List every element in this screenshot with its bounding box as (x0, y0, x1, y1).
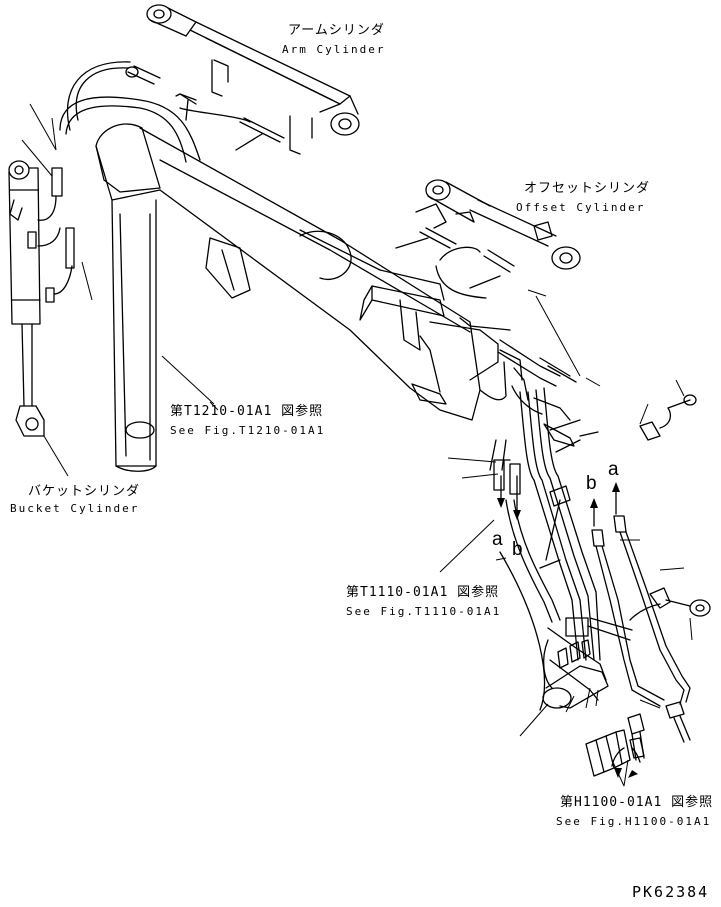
arm-cylinder-label-jp: アームシリンダ (288, 23, 385, 38)
marker-b-left: b (512, 539, 523, 560)
arm-body (95, 123, 511, 472)
ref-t1110-label-jp: 第T1110-01A1 図参照 (346, 585, 500, 600)
diagram-code: PK62384 (632, 883, 710, 901)
ref-h1100-label-jp: 第H1100-01A1 図参照 (560, 795, 714, 810)
ref-t1110-label-en: See Fig.T1110-01A1 (346, 605, 502, 618)
arm-cylinder (125, 4, 360, 155)
leader-t1210 (161, 355, 215, 405)
bucket-cylinder-label-en: Bucket Cylinder (10, 502, 140, 515)
ref-t1210-label-jp: 第T1210-01A1 図参照 (170, 404, 324, 419)
offset-cylinder-label-en: Offset Cylinder (516, 201, 646, 214)
offset-hoses (497, 339, 697, 453)
arm-cylinder-label-en: Arm Cylinder (282, 43, 386, 56)
offset-cylinder (395, 179, 581, 299)
ref-h1100-label-en: See Fig.H1100-01A1 (556, 815, 712, 828)
ref-t1210-label-en: See Fig.T1210-01A1 (170, 424, 326, 437)
flow-arrows (497, 475, 638, 778)
bucket-cylinder (8, 160, 75, 437)
pipe-bundle (489, 387, 609, 737)
leader-t1110 (439, 519, 495, 573)
arm-hoses (59, 61, 285, 163)
bucket-cylinder-label-jp: バケットシリンダ (28, 484, 141, 499)
right-pipes (587, 515, 711, 761)
offset-cylinder-label-jp: オフセットシリンダ (524, 181, 651, 196)
marker-b-right: b (586, 473, 597, 494)
leader-bucket (43, 435, 69, 477)
marker-a-right: a (608, 459, 619, 480)
marker-a-left: a (492, 529, 503, 550)
fittings (585, 729, 645, 777)
